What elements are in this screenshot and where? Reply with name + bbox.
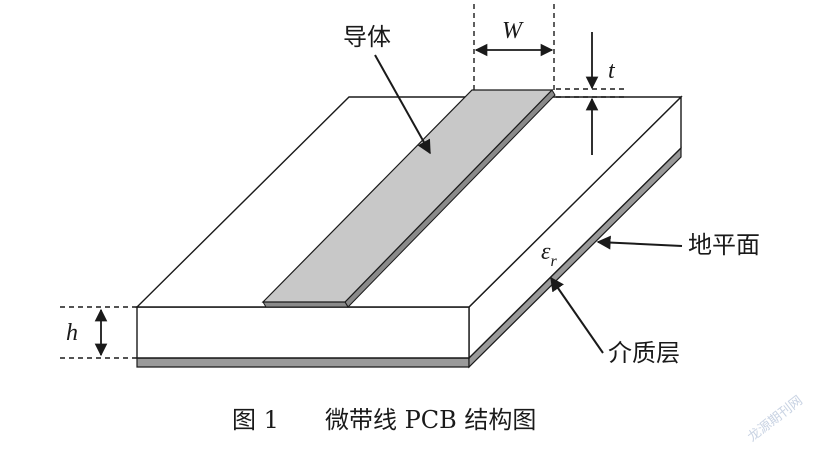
height-symbol: h [66, 320, 78, 346]
conductor-strip-top [261, 89, 554, 303]
permittivity-subscript: r [550, 253, 557, 270]
thickness-symbol: t [608, 58, 616, 84]
dielectric-label: 介质层 [608, 339, 680, 367]
width-symbol: W [502, 18, 524, 44]
dielectric-pointer-arrow [550, 276, 604, 354]
figure-caption: 微带线 PCB 结构图 [325, 406, 536, 434]
ground-plane-front [136, 357, 470, 368]
ground-plane-pointer-arrow [596, 235, 683, 250]
conductor-label: 导体 [343, 23, 391, 51]
ground-plane-label: 地平面 [688, 231, 760, 259]
watermark: 龙源期刊网 [745, 393, 805, 445]
permittivity-symbol: εr [541, 239, 557, 270]
figure-number: 图 1 [232, 406, 279, 434]
conductor-pointer-arrow [374, 54, 431, 155]
substrate-front-face [136, 306, 470, 359]
conductor-strip-front [262, 301, 349, 308]
